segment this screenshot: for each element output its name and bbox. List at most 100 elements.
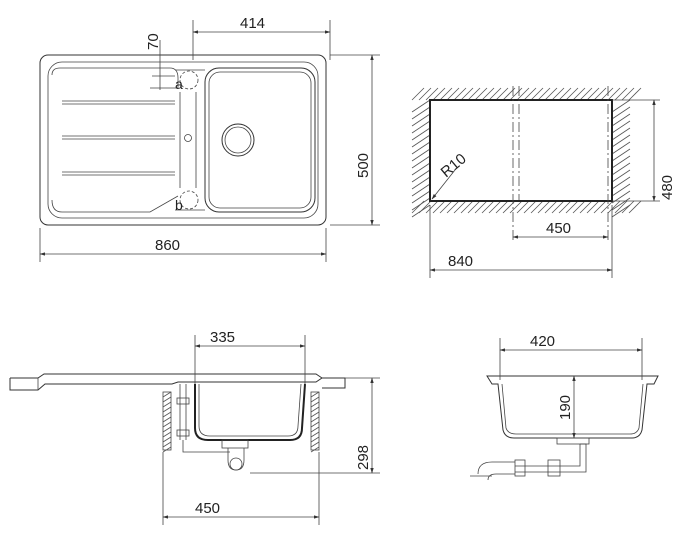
hatch-stroke xyxy=(162,416,172,423)
hatch-stroke xyxy=(593,200,607,214)
hatch-stroke xyxy=(572,200,586,214)
hatch-stroke xyxy=(516,87,530,101)
hatch-stroke xyxy=(411,155,431,169)
hatch-stroke xyxy=(579,87,593,101)
hatch-stroke xyxy=(310,406,320,413)
hatch-stroke xyxy=(611,134,631,148)
hatch-stroke xyxy=(411,113,431,127)
cutout-view: R10 480 450 840 xyxy=(411,86,676,278)
hatch-stroke xyxy=(607,200,621,214)
hatch-stroke xyxy=(611,183,631,197)
hatch-stroke xyxy=(611,197,631,211)
hatch-stroke xyxy=(310,426,320,433)
hatch-stroke xyxy=(607,87,621,101)
hatch-stroke xyxy=(411,106,431,120)
hatch-stroke xyxy=(586,87,600,101)
hatch-stroke xyxy=(439,200,453,214)
dim-860: 860 xyxy=(155,237,180,254)
hatch-stroke xyxy=(600,200,614,214)
hatch-stroke xyxy=(611,162,631,176)
hatch-stroke xyxy=(558,200,572,214)
hatch-stroke xyxy=(611,169,631,183)
top-view: a b 414 70 500 860 xyxy=(39,15,380,262)
label-b: b xyxy=(175,197,183,213)
hatch-stroke xyxy=(474,200,488,214)
hatch-stroke xyxy=(411,162,431,176)
hatch-stroke xyxy=(544,87,558,101)
hatch-stroke xyxy=(162,446,172,453)
hatch-stroke xyxy=(537,87,551,101)
hatch-stroke xyxy=(628,200,642,214)
hatch-stroke xyxy=(600,87,614,101)
dim-298: 298 xyxy=(355,445,372,470)
hatch-stroke xyxy=(162,406,172,413)
hatch-stroke xyxy=(162,441,172,448)
hatch-stroke xyxy=(411,87,425,101)
label-a: a xyxy=(175,76,183,92)
hatch-stroke xyxy=(509,200,523,214)
hatch-stroke xyxy=(537,200,551,214)
hatch-stroke xyxy=(411,204,431,218)
side-view: 335 298 450 xyxy=(9,329,380,525)
hatch-stroke xyxy=(310,446,320,453)
hatch-stroke xyxy=(411,183,431,197)
dim-840: 840 xyxy=(448,253,473,270)
hatch-stroke xyxy=(162,436,172,443)
dim-70: 70 xyxy=(145,33,162,50)
hatch-stroke xyxy=(467,200,481,214)
hatch-stroke xyxy=(558,87,572,101)
hatch-stroke xyxy=(310,436,320,443)
hatch-stroke xyxy=(162,431,172,438)
hatch-stroke xyxy=(411,176,431,190)
hatch-stroke xyxy=(579,200,593,214)
hatch-stroke xyxy=(453,87,467,101)
hatch-stroke xyxy=(565,87,579,101)
hatch-stroke xyxy=(411,99,431,113)
hatch-stroke xyxy=(544,200,558,214)
front-view: 420 190 xyxy=(470,333,659,481)
hatch-stroke xyxy=(425,200,439,214)
hatch-stroke xyxy=(488,87,502,101)
hatch-stroke xyxy=(593,87,607,101)
hatch-stroke xyxy=(611,113,631,127)
hatch-stroke xyxy=(162,396,172,403)
hatch-stroke xyxy=(411,148,431,162)
hatch-stroke xyxy=(516,200,530,214)
hatch-stroke xyxy=(621,200,635,214)
hatch-stroke xyxy=(310,441,320,448)
hatch-stroke xyxy=(565,200,579,214)
hatch-stroke xyxy=(611,141,631,155)
dim-420: 420 xyxy=(530,333,555,350)
hatch-stroke xyxy=(446,87,460,101)
hatch-stroke xyxy=(310,411,320,418)
dim-r10: R10 xyxy=(438,150,470,181)
hatch-stroke xyxy=(411,127,431,141)
hatch-stroke xyxy=(411,190,431,204)
hatch-stroke xyxy=(530,87,544,101)
hatch-stroke xyxy=(523,200,537,214)
hatch-stroke xyxy=(611,148,631,162)
hatch-stroke xyxy=(460,87,474,101)
dim-335: 335 xyxy=(210,329,235,346)
hatch-stroke xyxy=(611,155,631,169)
hatch-stroke xyxy=(551,200,565,214)
hatch-stroke xyxy=(621,87,635,101)
cutout-hatching xyxy=(411,87,642,218)
dim-450-side: 450 xyxy=(195,500,220,517)
hatch-stroke xyxy=(572,87,586,101)
hatch-stroke xyxy=(411,134,431,148)
hatch-stroke xyxy=(418,87,432,101)
dim-450-cutout: 450 xyxy=(546,220,571,237)
hatch-stroke xyxy=(310,421,320,428)
hatch-stroke xyxy=(467,87,481,101)
hatch-stroke xyxy=(509,87,523,101)
hatch-stroke xyxy=(611,127,631,141)
hatch-stroke xyxy=(162,411,172,418)
hatch-stroke xyxy=(611,176,631,190)
hatch-stroke xyxy=(411,120,431,134)
hatch-stroke xyxy=(425,87,439,101)
dim-480: 480 xyxy=(659,175,676,200)
hatch-stroke xyxy=(446,200,460,214)
hatch-stroke xyxy=(432,200,446,214)
